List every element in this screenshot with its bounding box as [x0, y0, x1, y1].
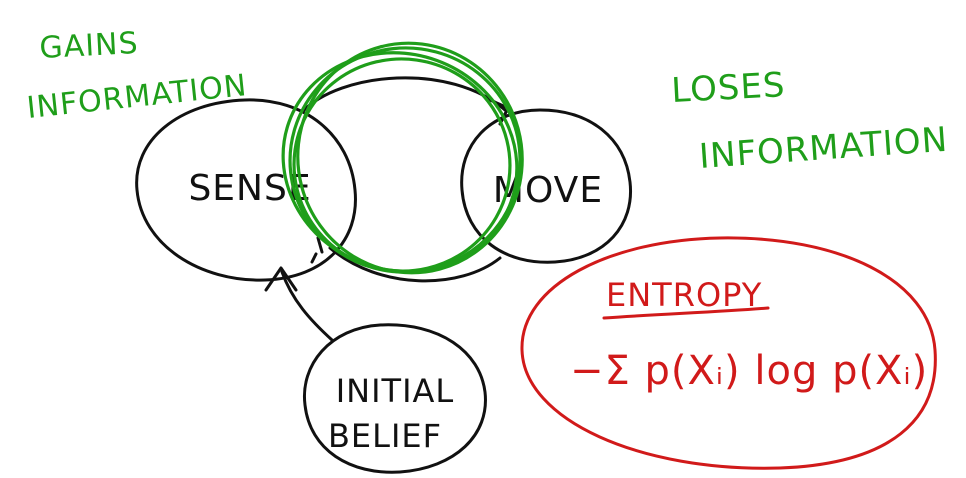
sense-ellipse [135, 98, 357, 282]
initial-belief-line2: BELIEF [328, 417, 442, 455]
entropy-formula: −Σ p(Xᵢ) log p(Xᵢ) [570, 348, 928, 394]
bottom-arc [328, 246, 502, 283]
initial-belief-arrowhead [264, 266, 298, 292]
bottom-arc-arrowhead [316, 236, 324, 254]
green-cycle-scribble [281, 41, 524, 275]
initial-belief-arrow [280, 270, 334, 342]
entropy-note: ENTROPY −Σ p(Xᵢ) log p(Xᵢ) [520, 236, 937, 470]
loses-line1: LOSES [670, 65, 786, 111]
initial-belief-node: INITIAL BELIEF [264, 266, 487, 474]
bottom-arc-dashes [310, 252, 318, 264]
gains-information-note: GAINS INFORMATION [25, 26, 249, 126]
initial-belief-line1: INITIAL [336, 372, 455, 410]
entropy-title: ENTROPY [606, 276, 762, 314]
initial-belief-ellipse [302, 323, 487, 474]
green-circle-3 [296, 41, 524, 275]
gains-line1: GAINS [39, 26, 140, 66]
gains-line2: INFORMATION [25, 68, 249, 126]
entropy-ellipse [520, 236, 937, 470]
loses-information-note: LOSES INFORMATION [670, 65, 949, 177]
move-ellipse [460, 108, 633, 264]
entropy-underline [602, 306, 770, 320]
green-circle-4 [281, 51, 519, 273]
loses-line2: INFORMATION [698, 120, 950, 177]
